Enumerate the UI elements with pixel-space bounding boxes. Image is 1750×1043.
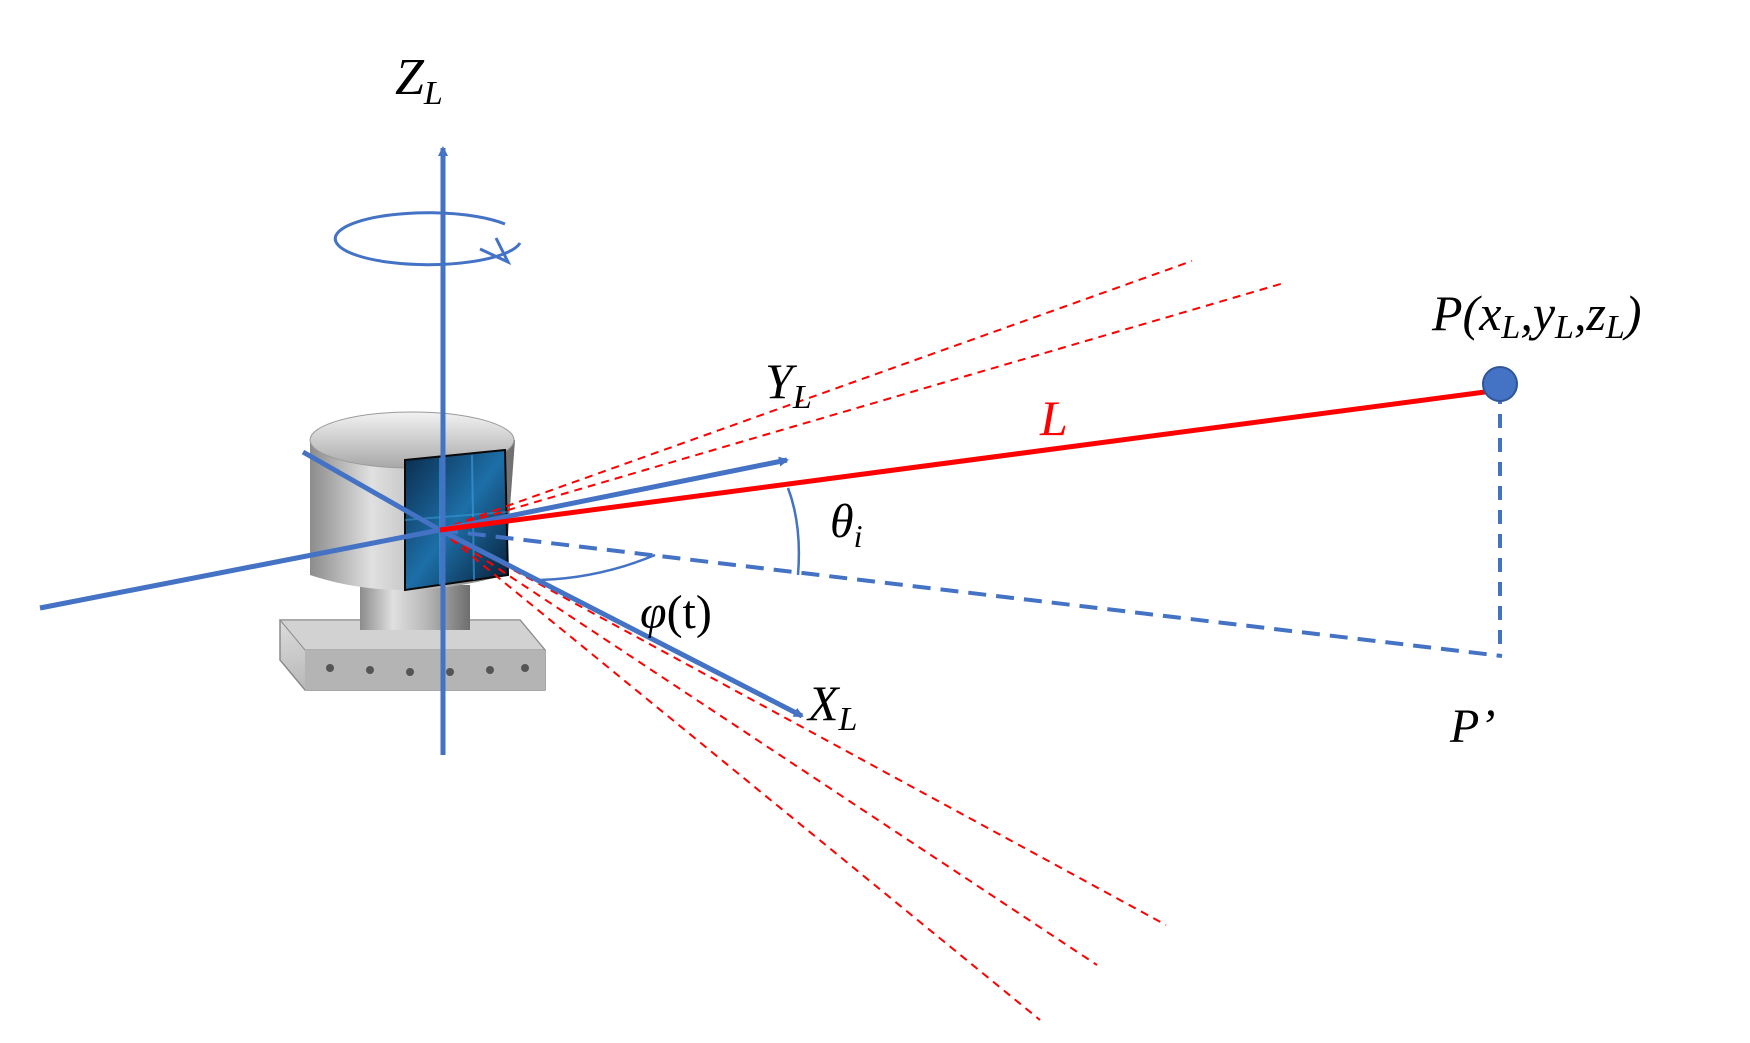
elevation-angle-label: θi xyxy=(830,495,862,554)
azimuth-angle-label: φ(t) xyxy=(640,586,712,639)
laser-beam-5 xyxy=(439,529,1041,1021)
elevation-angle-arc xyxy=(786,487,801,576)
projection-lines xyxy=(439,390,1503,658)
laser-beams xyxy=(439,260,1285,1021)
y-axis xyxy=(439,456,789,533)
range-label: L xyxy=(1039,390,1068,446)
coordinate-axes xyxy=(39,146,804,755)
point-label: P(xL,yL,zL) xyxy=(1431,285,1642,346)
projection-ground-line xyxy=(439,528,1503,658)
x-axis xyxy=(438,527,804,719)
x-axis-label: XL xyxy=(806,675,857,738)
target-point-icon xyxy=(1482,366,1518,402)
y-axis-label: YL xyxy=(765,353,812,416)
laser-beam-1 xyxy=(439,260,1193,531)
rotation-arrow-icon xyxy=(333,211,522,267)
range-line xyxy=(439,387,1501,533)
projection-label: P’ xyxy=(1449,700,1495,753)
laser-beam-3 xyxy=(439,529,1167,926)
laser-beam-4 xyxy=(439,529,1098,966)
z-axis-label: ZL xyxy=(395,49,443,112)
x-axis-back xyxy=(301,449,442,533)
azimuth-angle-arc xyxy=(539,553,656,582)
laser-beam-2 xyxy=(439,282,1285,531)
y-axis-back xyxy=(39,527,441,611)
